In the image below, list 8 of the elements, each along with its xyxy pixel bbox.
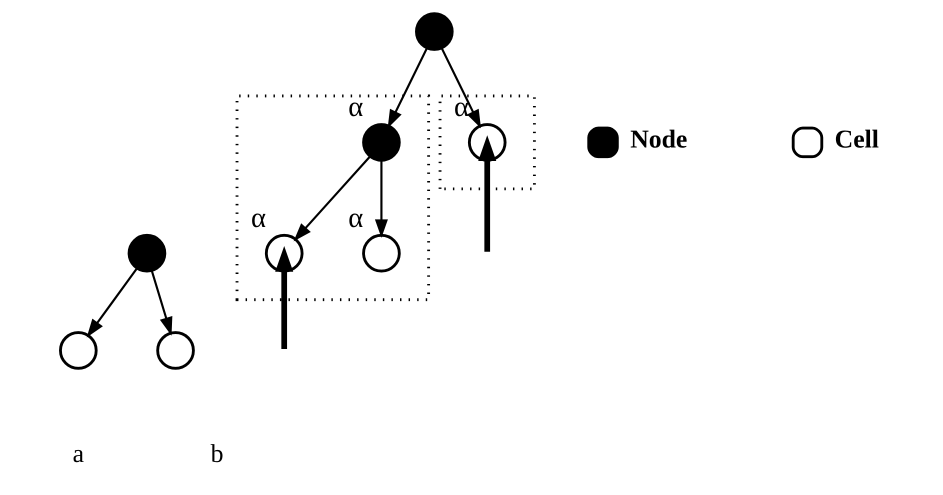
label: a: [72, 438, 84, 468]
legend-label: Node: [630, 124, 688, 154]
legend-label: Cell: [834, 124, 879, 154]
node-label: α: [348, 202, 364, 234]
label: b: [210, 438, 224, 468]
node-label: α: [348, 92, 364, 123]
node-label: α: [250, 202, 266, 234]
node-label: α: [454, 92, 469, 123]
